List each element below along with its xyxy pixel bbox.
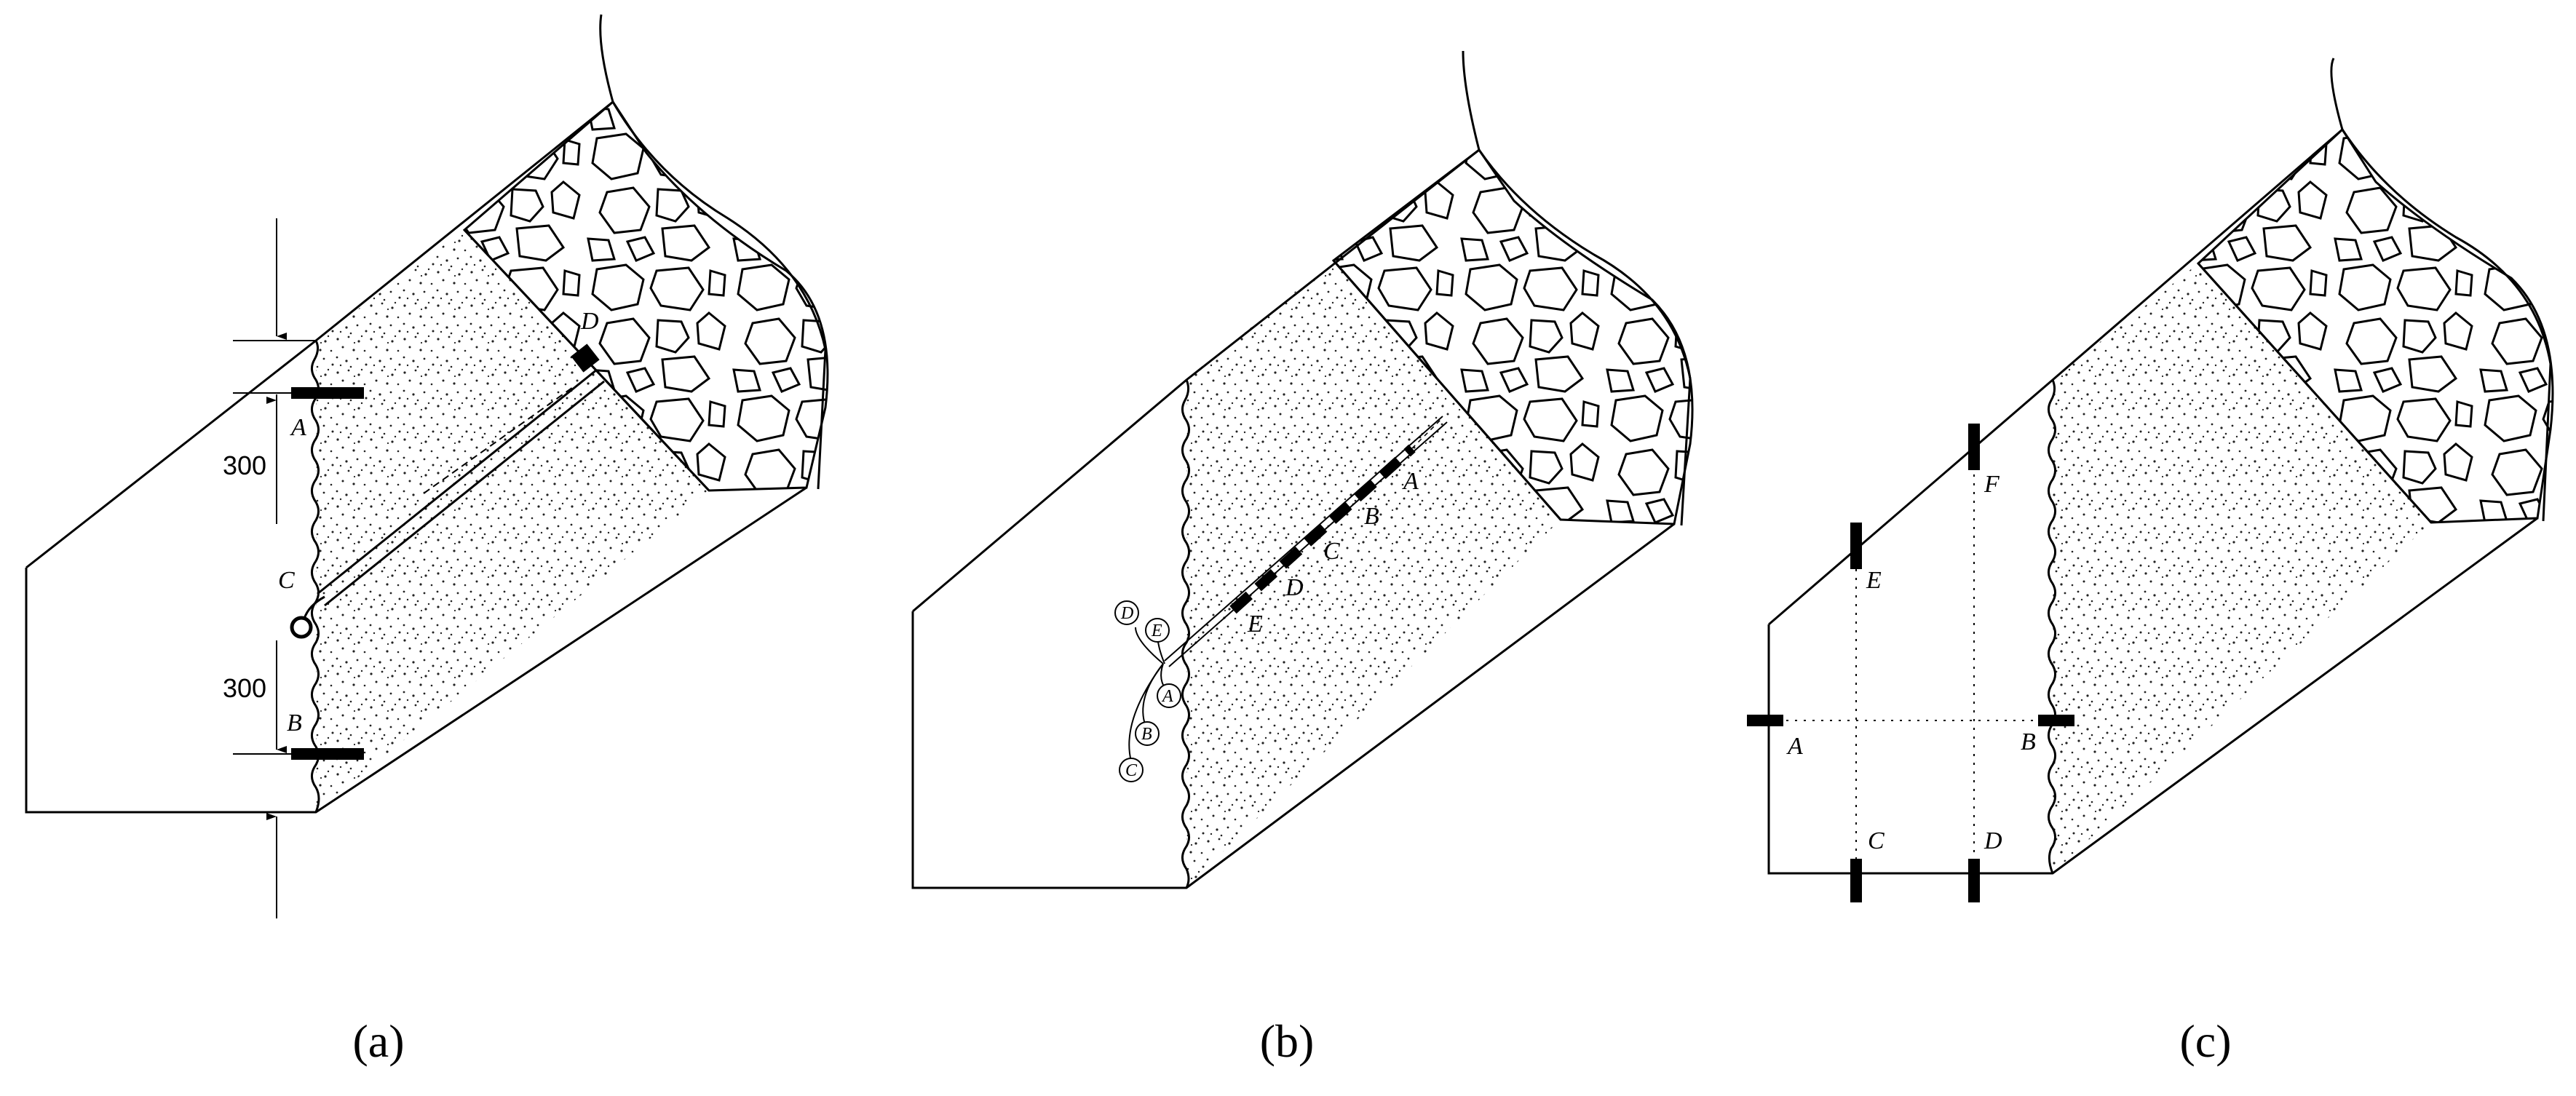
point-label-b: B [1364, 503, 1379, 530]
panel-b: D E A B C A B C D E [911, 50, 1694, 889]
face-boundary [2048, 379, 2056, 874]
svg-text:B: B [1141, 725, 1152, 744]
sensor-b [291, 748, 364, 760]
svg-text:A: A [1161, 687, 1173, 706]
point-label-b: B [2021, 728, 2036, 755]
point-label-e: E [1247, 611, 1263, 638]
svg-text:D: D [1120, 604, 1133, 623]
point-label-c: C [278, 567, 295, 594]
sensor-a [1747, 715, 1783, 726]
svg-text:E: E [1151, 622, 1162, 640]
dimension-label-upper: 300 [223, 450, 266, 480]
caption-a: (a) [352, 1015, 404, 1067]
anchor-with-gauges [1164, 416, 1448, 667]
point-label-a: A [290, 414, 306, 441]
face-boundary [1181, 379, 1190, 889]
sensor-b [2038, 715, 2074, 726]
face-boundary [311, 340, 320, 813]
circled-labels: D E A B C [1114, 600, 1181, 782]
sensor-a [291, 387, 364, 399]
panel-a: 300 300 A B C D [25, 14, 829, 918]
point-label-d: D [580, 308, 599, 335]
point-label-d: D [1285, 574, 1304, 601]
sensors [1747, 424, 2074, 902]
point-label-a: A [1786, 733, 1803, 760]
panel-c: A B C D E F [1747, 57, 2554, 902]
point-label-c: C [1323, 538, 1340, 565]
caption-b: (b) [1260, 1015, 1315, 1067]
point-label-c: C [1868, 827, 1885, 854]
caption-c: (c) [2179, 1015, 2231, 1067]
dimension-label-lower: 300 [223, 673, 266, 703]
point-label-b: B [287, 710, 302, 736]
sensor-c [1850, 859, 1862, 902]
anchor-tube [290, 344, 605, 639]
sensor-f [1968, 424, 1980, 470]
sensor-e [1850, 523, 1862, 569]
tube-head [290, 616, 313, 639]
rock-mass [462, 100, 829, 492]
svg-text:C: C [1125, 761, 1138, 780]
point-label-e: E [1866, 567, 1882, 594]
point-label-d: D [1983, 827, 2002, 854]
point-label-f: F [1983, 471, 2000, 498]
measurement-lines [1769, 457, 2053, 873]
point-label-a: A [1402, 468, 1419, 495]
sensor-d [1968, 859, 1980, 902]
rock-mass [2196, 127, 2554, 524]
